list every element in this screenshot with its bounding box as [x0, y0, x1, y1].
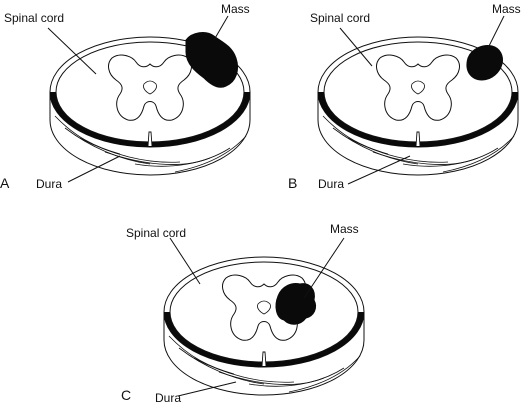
panel-b: B Spinal cord Mass Dura	[288, 2, 521, 191]
panel-letter: A	[0, 175, 10, 191]
mass-c	[275, 283, 317, 325]
dura-label: Dura	[155, 391, 181, 405]
dura-label: Dura	[36, 177, 62, 191]
dura-label: Dura	[318, 177, 344, 191]
mass-b	[466, 45, 503, 81]
cord-label: Spinal cord	[310, 11, 370, 25]
mass-label: Mass	[330, 222, 359, 236]
panel-c: C Spinal cord Mass Dura	[121, 222, 365, 405]
mass-a	[185, 32, 239, 88]
mass-label: Mass	[492, 2, 521, 16]
panel-letter: C	[121, 387, 131, 403]
mass-label: Mass	[221, 2, 250, 16]
panel-letter: B	[288, 175, 297, 191]
cord-label: Spinal cord	[4, 11, 64, 25]
cord-label: Spinal cord	[126, 226, 186, 240]
panel-a: A Spinal cord Mass Dura	[0, 2, 251, 191]
